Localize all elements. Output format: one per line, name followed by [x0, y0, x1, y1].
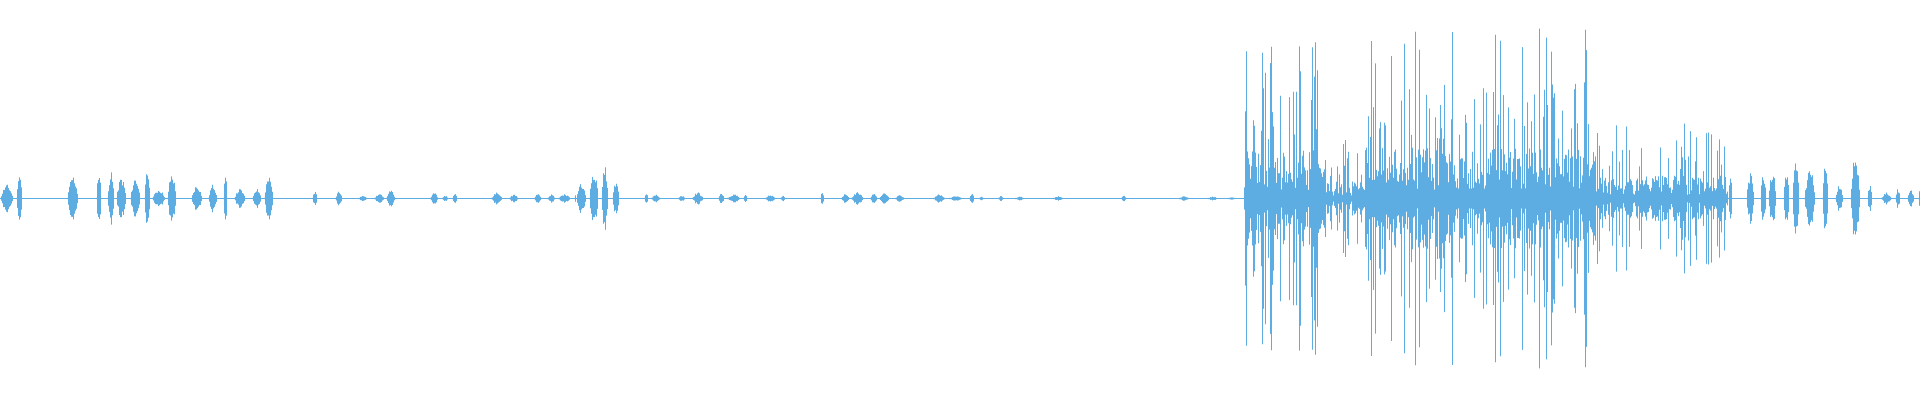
waveform-bars — [0, 28, 1920, 369]
waveform-trace — [0, 28, 1920, 369]
